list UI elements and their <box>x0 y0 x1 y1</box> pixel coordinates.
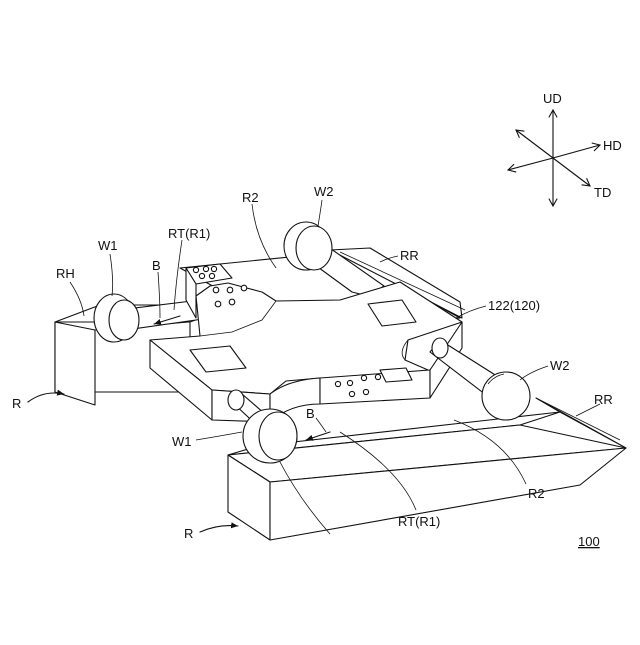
label-w1-front: W1 <box>172 434 192 449</box>
label-rt-top: RT(R1) <box>168 226 210 241</box>
hd-arrow-right <box>553 145 600 158</box>
wheel-w2-right <box>430 338 530 420</box>
hd-arrow-left <box>508 158 553 170</box>
leader-rh-left <box>70 282 84 316</box>
leader-w2-right <box>520 366 548 380</box>
label-r-left: R <box>12 396 21 411</box>
label-rh-left: RH <box>56 266 75 281</box>
pocket-small <box>380 368 412 382</box>
label-body: 122(120) <box>488 298 540 313</box>
wheel-w1-front-hub <box>259 412 297 460</box>
leader-b-bottom <box>316 418 326 432</box>
leader-w1-left <box>110 254 113 296</box>
axle-w2-right-end <box>432 338 448 358</box>
label-td: TD <box>594 185 611 200</box>
rail-left-end <box>55 322 95 405</box>
label-rr-top: RR <box>400 248 419 263</box>
leader-rt-top <box>174 240 182 310</box>
direction-indicator: UD HD TD <box>508 91 622 206</box>
label-hd: HD <box>603 138 622 153</box>
label-rt-bottom: RT(R1) <box>398 514 440 529</box>
arrow-r-left <box>28 393 64 402</box>
label-r-bottom: R <box>184 526 193 541</box>
wheel-w2-right <box>482 372 530 420</box>
label-w2-right: W2 <box>550 358 570 373</box>
label-rr-right: RR <box>594 392 613 407</box>
label-w1-left: W1 <box>98 238 118 253</box>
leader-w2-back <box>318 200 322 226</box>
td-arrow-back <box>516 130 553 158</box>
td-arrow-front <box>553 158 590 186</box>
label-ud: UD <box>543 91 562 106</box>
label-b-top: B <box>152 258 161 273</box>
label-w2-back: W2 <box>314 184 334 199</box>
arrow-r-bottom <box>200 526 238 532</box>
axle-w1-front-end <box>228 390 244 410</box>
wheel-w1-left-inner <box>109 300 139 340</box>
wheel-w2-back-inner <box>296 226 332 270</box>
reference-number: 100 <box>578 534 600 549</box>
leader-w1-front <box>196 432 242 440</box>
label-r2-bottom: R2 <box>528 486 545 501</box>
label-b-bottom: B <box>306 406 315 421</box>
label-r2-top: R2 <box>242 190 259 205</box>
